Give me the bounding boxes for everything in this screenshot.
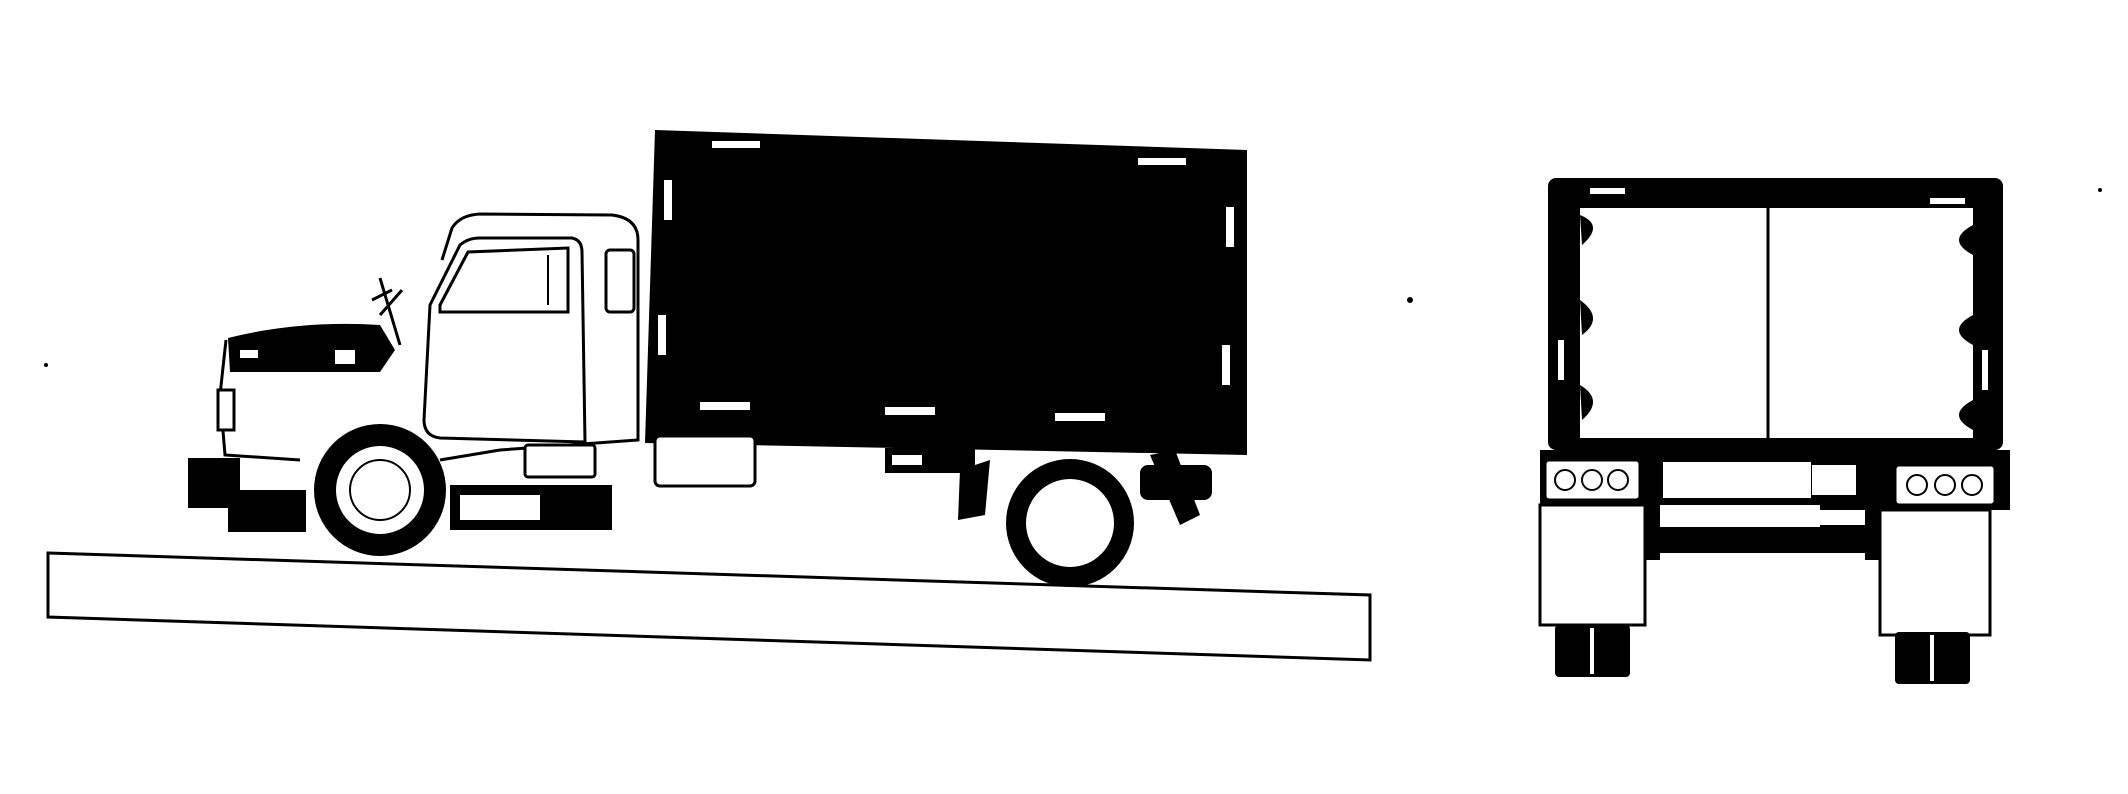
rear-tires-left [1555, 625, 1630, 677]
ground-slab [46, 551, 1372, 662]
rear-tires-right [1895, 632, 1970, 684]
scan-speck [1407, 297, 1413, 303]
mud-flap-left [1538, 503, 1647, 627]
truck-side-view-icon [46, 130, 1372, 662]
tail-lights-left [1543, 458, 1642, 502]
scan-speck [44, 363, 48, 367]
mud-flap-right [1878, 508, 1992, 637]
scan-speck [2098, 188, 2102, 192]
rear-door-hinges [1558, 188, 1988, 430]
tail-lights-right [1893, 463, 1997, 507]
front-bumper [188, 458, 612, 532]
rear-chassis [885, 448, 1212, 525]
front-wheel [314, 424, 446, 556]
truck-cab [216, 212, 757, 488]
cargo-box [645, 130, 1247, 455]
truck-rear-view-icon [1538, 178, 2010, 684]
rear-wheel [1006, 459, 1134, 587]
